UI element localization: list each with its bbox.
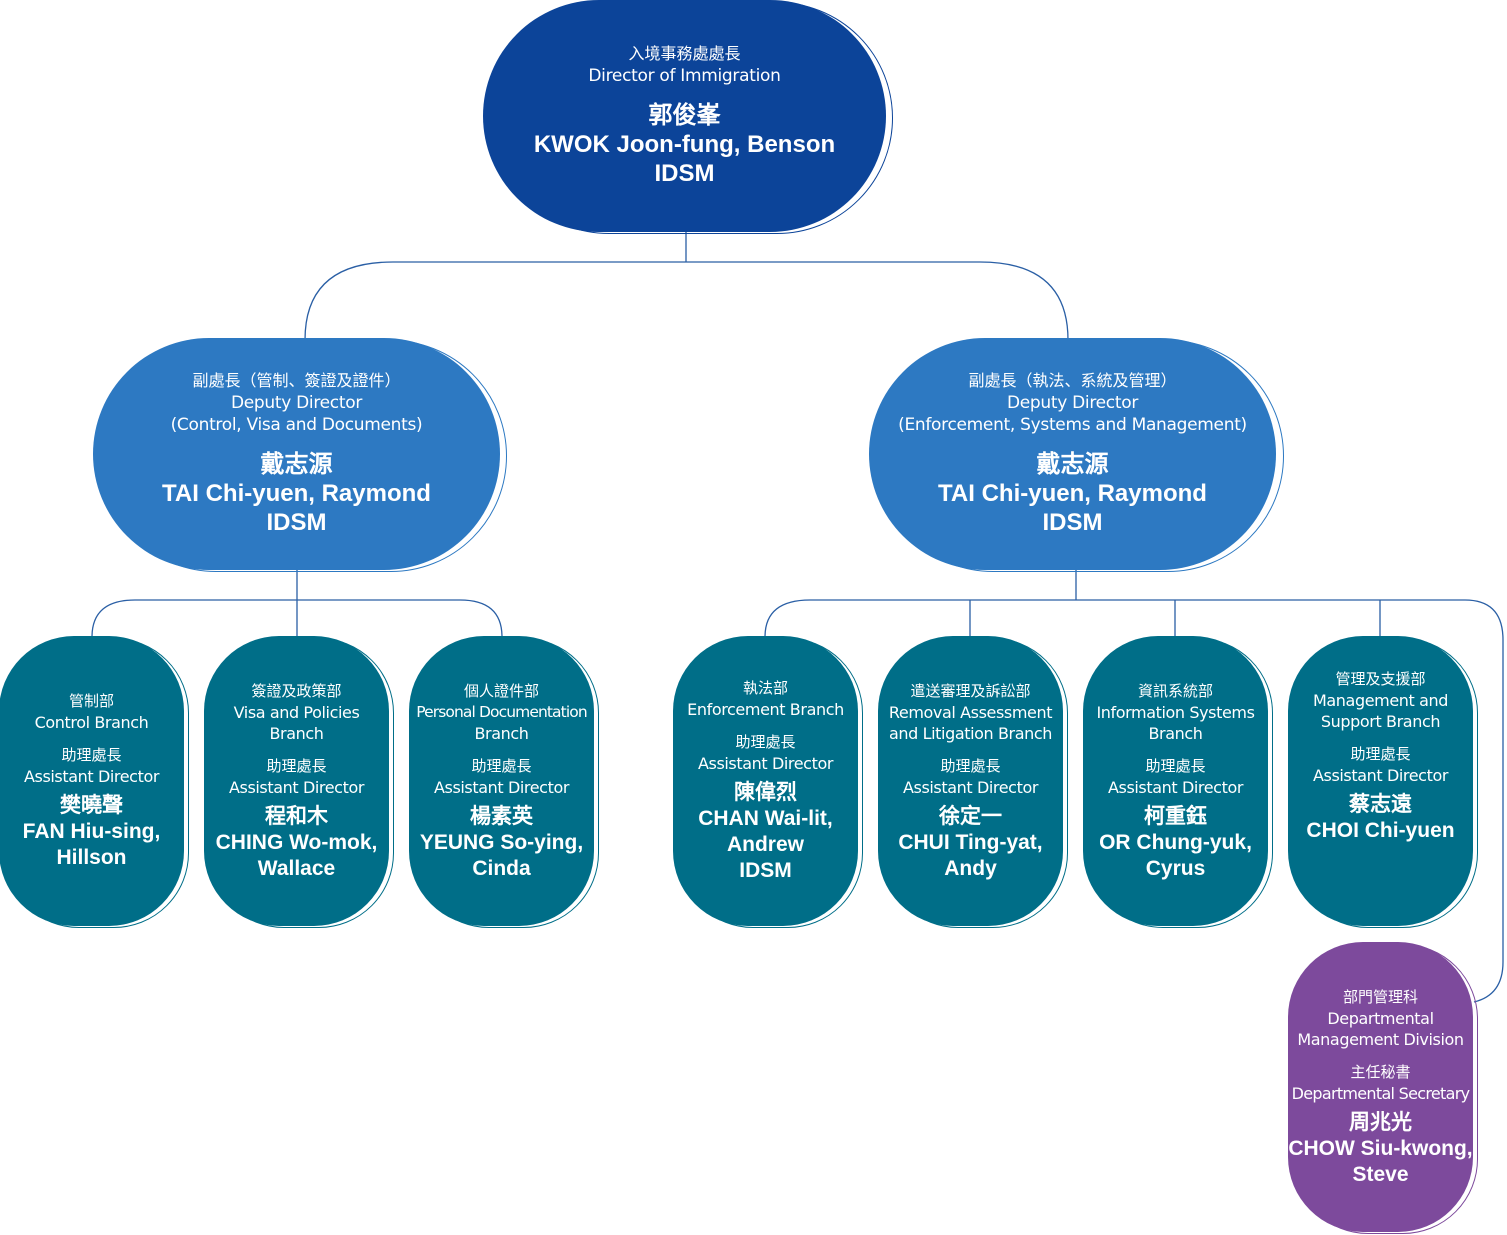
branch-unit-zh: 個人證件部 <box>463 682 539 700</box>
branch-unit-en: Branch <box>1148 723 1203 743</box>
branch-name-en: Cinda <box>472 856 531 880</box>
branch-name-zh: 楊素英 <box>470 804 533 828</box>
branch-unit-en: Personal Documentation <box>416 702 587 721</box>
branch-role-zh: 助理處長 <box>735 734 796 751</box>
branch-unit-en: Visa and Policies <box>233 702 360 722</box>
branch-name-zh: 陳偉烈 <box>734 781 797 804</box>
branch-role-zh: 助理處長 <box>1350 746 1411 763</box>
branch-name-zh: 蔡志遠 <box>1349 793 1412 816</box>
deputy-honour: IDSM <box>266 509 327 536</box>
branch-name-en: CHING Wo-mok, <box>215 830 378 854</box>
division-name-en: CHOW Siu-kwong, <box>1288 1136 1473 1160</box>
branch-name-en: Wallace <box>257 856 336 880</box>
branch-unit-en: Enforcement Branch <box>687 700 844 719</box>
branch-unit-zh: 管理及支援部 <box>1335 671 1426 688</box>
connector-deputy-left-branches <box>91 570 503 638</box>
director-title-zh: 入境事務處處長 <box>628 46 741 63</box>
director-node: 入境事務處處長 Director of Immigration 郭俊峯 KWOK… <box>483 0 886 232</box>
division-name-en: Steve <box>1352 1162 1409 1186</box>
branch-unit-en: Support Branch <box>1320 712 1441 731</box>
branch-name-en: Hillson <box>56 846 127 869</box>
division-role-en: Departmental Secretary <box>1291 1083 1470 1103</box>
director-title-en: Director of Immigration <box>588 66 781 86</box>
branch-unit-en: Control Branch <box>34 713 149 732</box>
division-unit-en: Departmental <box>1327 1008 1434 1028</box>
deputy-name-zh: 戴志源 <box>260 451 333 478</box>
connector-deputy-right-branches <box>764 570 1504 1003</box>
deputy-scope-en: (Control, Visa and Documents) <box>170 415 423 435</box>
branch-unit-zh: 簽證及政策部 <box>251 682 342 700</box>
deputy-name-zh: 戴志源 <box>1036 451 1109 478</box>
deputy-node-control: 副處長（管制、簽證及證件） Deputy Director (Control, … <box>93 338 500 570</box>
division-unit-zh: 部門管理科 <box>1342 988 1418 1006</box>
branch-name-zh: 樊曉聲 <box>60 794 123 817</box>
branch-name-en: YEUNG So-ying, <box>419 830 584 854</box>
branch-name-en: Cyrus <box>1145 856 1206 880</box>
branch-node-personal-documentation: 個人證件部 Personal Documentation Branch 助理處長… <box>409 636 594 926</box>
branch-unit-zh: 管制部 <box>68 693 114 710</box>
branch-role-zh: 助理處長 <box>266 757 327 775</box>
branch-role-zh: 助理處長 <box>1145 757 1206 775</box>
branch-role-zh: 助理處長 <box>471 757 532 775</box>
division-role-zh: 主任秘書 <box>1350 1063 1411 1081</box>
branch-unit-zh: 資訊系統部 <box>1137 682 1213 700</box>
branch-node-management-support: 管理及支援部 Management and Support Branch 助理處… <box>1288 636 1473 926</box>
deputy-node-enforcement: 副處長（執法、系統及管理） Deputy Director (Enforceme… <box>869 338 1276 570</box>
branch-unit-zh: 執法部 <box>742 680 788 697</box>
director-name-en: KWOK Joon-fung, Benson <box>533 131 836 158</box>
branch-unit-en: and Litigation Branch <box>889 723 1052 743</box>
branch-unit-en: Management and <box>1313 691 1448 710</box>
branch-role-en: Assistant Director <box>228 777 365 797</box>
branch-node-information-systems: 資訊系統部 Information Systems Branch 助理處長 As… <box>1083 636 1268 926</box>
division-name-zh: 周兆光 <box>1349 1110 1412 1134</box>
branch-unit-zh: 遣送審理及訴訟部 <box>910 682 1031 700</box>
branch-name-en: OR Chung-yuk, <box>1099 830 1252 854</box>
deputy-title-zh: 副處長（管制、簽證及證件） <box>192 373 401 390</box>
branch-name-zh: 柯重鈺 <box>1144 804 1207 828</box>
division-unit-en: Management Division <box>1297 1029 1464 1049</box>
branch-name-en: CHAN Wai-lit, <box>698 807 833 830</box>
branch-node-removal-assessment: 遣送審理及訴訟部 Removal Assessment and Litigati… <box>878 636 1063 926</box>
branch-node-enforcement: 執法部 Enforcement Branch 助理處長 Assistant Di… <box>673 636 858 926</box>
deputy-title-en: Deputy Director <box>230 393 363 413</box>
branch-role-en: Assistant Director <box>902 777 1039 797</box>
branch-role-zh: 助理處長 <box>940 757 1001 775</box>
branch-unit-en: Branch <box>269 723 324 743</box>
branch-name-en: FAN Hiu-sing, <box>22 820 161 843</box>
division-node-departmental-management: 部門管理科 Departmental Management Division 主… <box>1288 942 1473 1232</box>
branch-role-en: Assistant Director <box>23 767 160 786</box>
director-honour: IDSM <box>654 160 715 187</box>
deputy-name-en: TAI Chi-yuen, Raymond <box>938 480 1207 507</box>
director-name-zh: 郭俊峯 <box>648 102 721 129</box>
connector-director-deputies <box>304 232 1069 341</box>
branch-name-zh: 徐定一 <box>939 804 1002 828</box>
branch-node-visa: 簽證及政策部 Visa and Policies Branch 助理處長 Ass… <box>204 636 389 926</box>
deputy-honour: IDSM <box>1042 509 1103 536</box>
deputy-title-en: Deputy Director <box>1006 393 1139 413</box>
branch-role-en: Assistant Director <box>1107 777 1244 797</box>
deputy-title-zh: 副處長（執法、系統及管理） <box>968 373 1177 390</box>
branch-role-en: Assistant Director <box>697 754 834 773</box>
branch-node-control: 管制部 Control Branch 助理處長 Assistant Direct… <box>0 636 184 926</box>
branch-name-zh: 程和木 <box>265 804 328 828</box>
branch-role-en: Assistant Director <box>1312 766 1449 785</box>
branch-name-en: Andy <box>944 856 997 880</box>
branch-role-zh: 助理處長 <box>61 747 122 764</box>
deputy-scope-en: (Enforcement, Systems and Management) <box>898 415 1247 435</box>
branch-unit-en: Information Systems <box>1096 702 1255 722</box>
branch-honour: IDSM <box>739 859 792 882</box>
branch-role-en: Assistant Director <box>433 777 570 797</box>
branch-name-en: CHUI Ting-yat, <box>898 830 1043 854</box>
branch-name-en: CHOI Chi-yuen <box>1306 819 1455 842</box>
branch-name-en: Andrew <box>726 833 804 856</box>
branch-unit-en: Branch <box>474 723 529 743</box>
branch-unit-en: Removal Assessment <box>888 702 1053 722</box>
deputy-name-en: TAI Chi-yuen, Raymond <box>162 480 431 507</box>
